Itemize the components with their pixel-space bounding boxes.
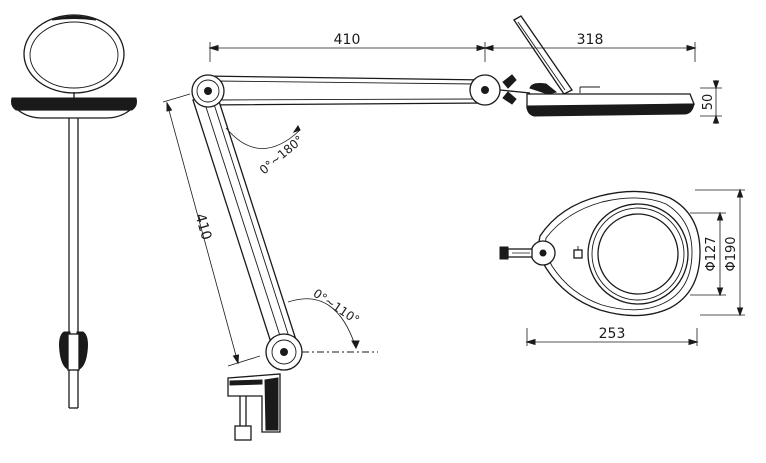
side-view	[162, 15, 722, 441]
upper-arm-length-label: 410	[334, 32, 361, 48]
upper-angle-arc	[225, 127, 301, 149]
front-lens-outer	[23, 14, 125, 94]
lower-arm-length-label: 410	[191, 212, 214, 242]
lower-angle-arc	[287, 298, 357, 349]
front-lens-highlight	[51, 15, 97, 21]
wing-nut	[502, 74, 517, 89]
lens-diameter-label: Φ127	[704, 236, 719, 271]
front-head-bottom	[16, 109, 132, 119]
upper-arm	[202, 75, 487, 106]
upper-joint-angle-label: 0°~180°	[257, 133, 306, 178]
side-head-bottom	[526, 103, 695, 117]
side-head-connector	[529, 83, 558, 95]
lower-joint-angle-label: 0°~110°	[311, 286, 362, 327]
front-lens-inner	[29, 21, 119, 89]
front-head-housing	[11, 97, 137, 111]
side-lens-cover	[513, 15, 573, 95]
head-thickness-label: 50	[701, 94, 716, 111]
top-view	[499, 188, 745, 346]
front-view	[11, 14, 137, 409]
head-length-label: 318	[577, 32, 604, 48]
head-width-label: 253	[599, 326, 626, 342]
lower-arm-dim-line	[166, 102, 239, 364]
head-diameter-label: Φ190	[724, 236, 739, 271]
top-lens	[597, 213, 679, 295]
